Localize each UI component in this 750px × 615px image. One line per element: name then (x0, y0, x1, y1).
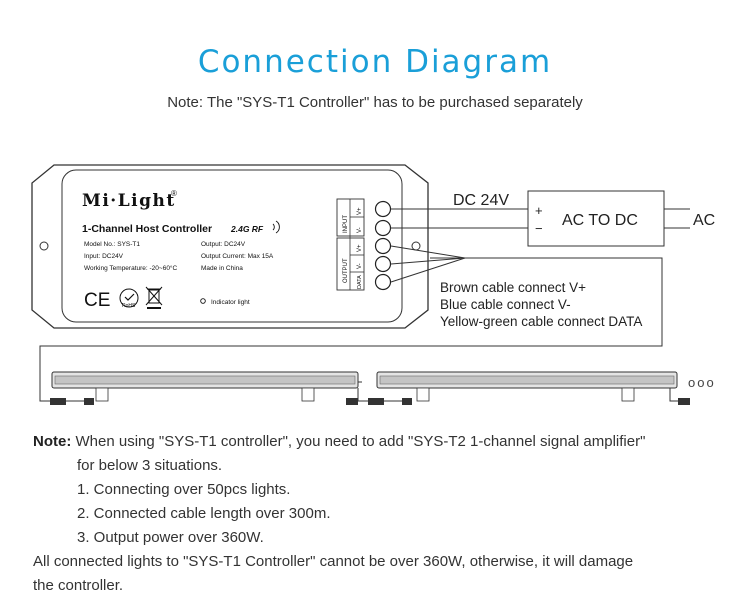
terminal-screw-3 (374, 237, 392, 255)
cable-yellow-green-label: Yellow-green cable connect DATA (440, 314, 642, 329)
indicator-light (200, 298, 206, 304)
note-item-1: 1. Connecting over 50pcs lights. (77, 481, 291, 498)
terminal-input-label: INPUT (343, 215, 349, 233)
note-item-2: 2. Connected cable length over 300m. (77, 505, 331, 522)
light-bar-2 (368, 371, 690, 405)
terminal-input-box (336, 198, 365, 237)
terminal-screws (374, 200, 392, 291)
mount-hole-left (39, 241, 49, 251)
converter-minus: − (535, 221, 543, 236)
ce-mark-icon: CE (84, 290, 110, 311)
note-line-2: for below 3 situations. (77, 457, 223, 474)
weee-bin-icon (145, 286, 163, 309)
terminal-label-2: V- (357, 227, 363, 233)
light-bar-1 (50, 371, 368, 405)
product-name: 1-Channel Host Controller (82, 223, 212, 235)
spec-output-voltage: Output: DC24V (201, 241, 246, 248)
terminal-screw-2 (374, 219, 392, 237)
converter-label: AC TO DC (562, 212, 638, 229)
continuation-dots: ooo (688, 375, 716, 390)
converter-plus: + (535, 203, 543, 218)
spec-model: Model No.: SYS-T1 (84, 241, 140, 248)
ac-to-dc-converter (527, 190, 665, 247)
connection-diagram: Mi·Light ® 1-Channel Host Controller 2.4… (31, 164, 716, 405)
note-line-1: When using "SYS-T1 controller", you need… (71, 433, 646, 450)
terminal-output-box (336, 237, 365, 291)
diagram-title: Connection Diagram (197, 44, 553, 80)
notes-section: Note: When using "SYS-T1 controller", yo… (33, 430, 733, 598)
indicator-label: Indicator light (211, 299, 250, 306)
brand-logo: Mi·Light (82, 191, 176, 211)
cable-brown-label: Brown cable connect V+ (440, 280, 586, 295)
terminal-label-1: V+ (357, 207, 363, 215)
controller-panel (61, 169, 403, 323)
terminal-output-label: OUTPUT (343, 258, 349, 283)
note-line-3: All connected lights to "SYS-T1 Controll… (33, 553, 634, 570)
terminal-label-5: DATA (357, 275, 363, 289)
brand-registered: ® (171, 189, 177, 198)
terminal-screw-1 (374, 200, 392, 218)
spec-made-in: Made in China (201, 265, 243, 272)
dc-label: DC 24V (453, 192, 509, 209)
spec-output-current: Output Current: Max 15A (201, 253, 274, 260)
terminal-label-4: V- (357, 263, 363, 269)
diagram-subtitle: Note: The "SYS-T1 Controller" has to be … (167, 94, 583, 111)
note-label: Note: (33, 433, 72, 450)
ac-label: AC (693, 212, 715, 229)
wifi-icon (272, 220, 280, 234)
terminal-label-3: V+ (357, 244, 363, 252)
rohs-icon (119, 288, 139, 308)
rf-label: 2.4G RF (230, 224, 264, 234)
spec-working-temp: Working Temperature: -20~60°C (84, 264, 178, 272)
mount-hole-right (411, 241, 421, 251)
terminal-screw-4 (374, 255, 392, 273)
note-item-3: 3. Output power over 360W. (77, 529, 264, 546)
rohs-label: RoHS (122, 303, 136, 309)
spec-input: Input: DC24V (84, 253, 124, 260)
terminal-screw-5 (374, 273, 392, 291)
note-line-4: the controller. (33, 577, 124, 594)
cable-blue-label: Blue cable connect V- (440, 297, 571, 312)
